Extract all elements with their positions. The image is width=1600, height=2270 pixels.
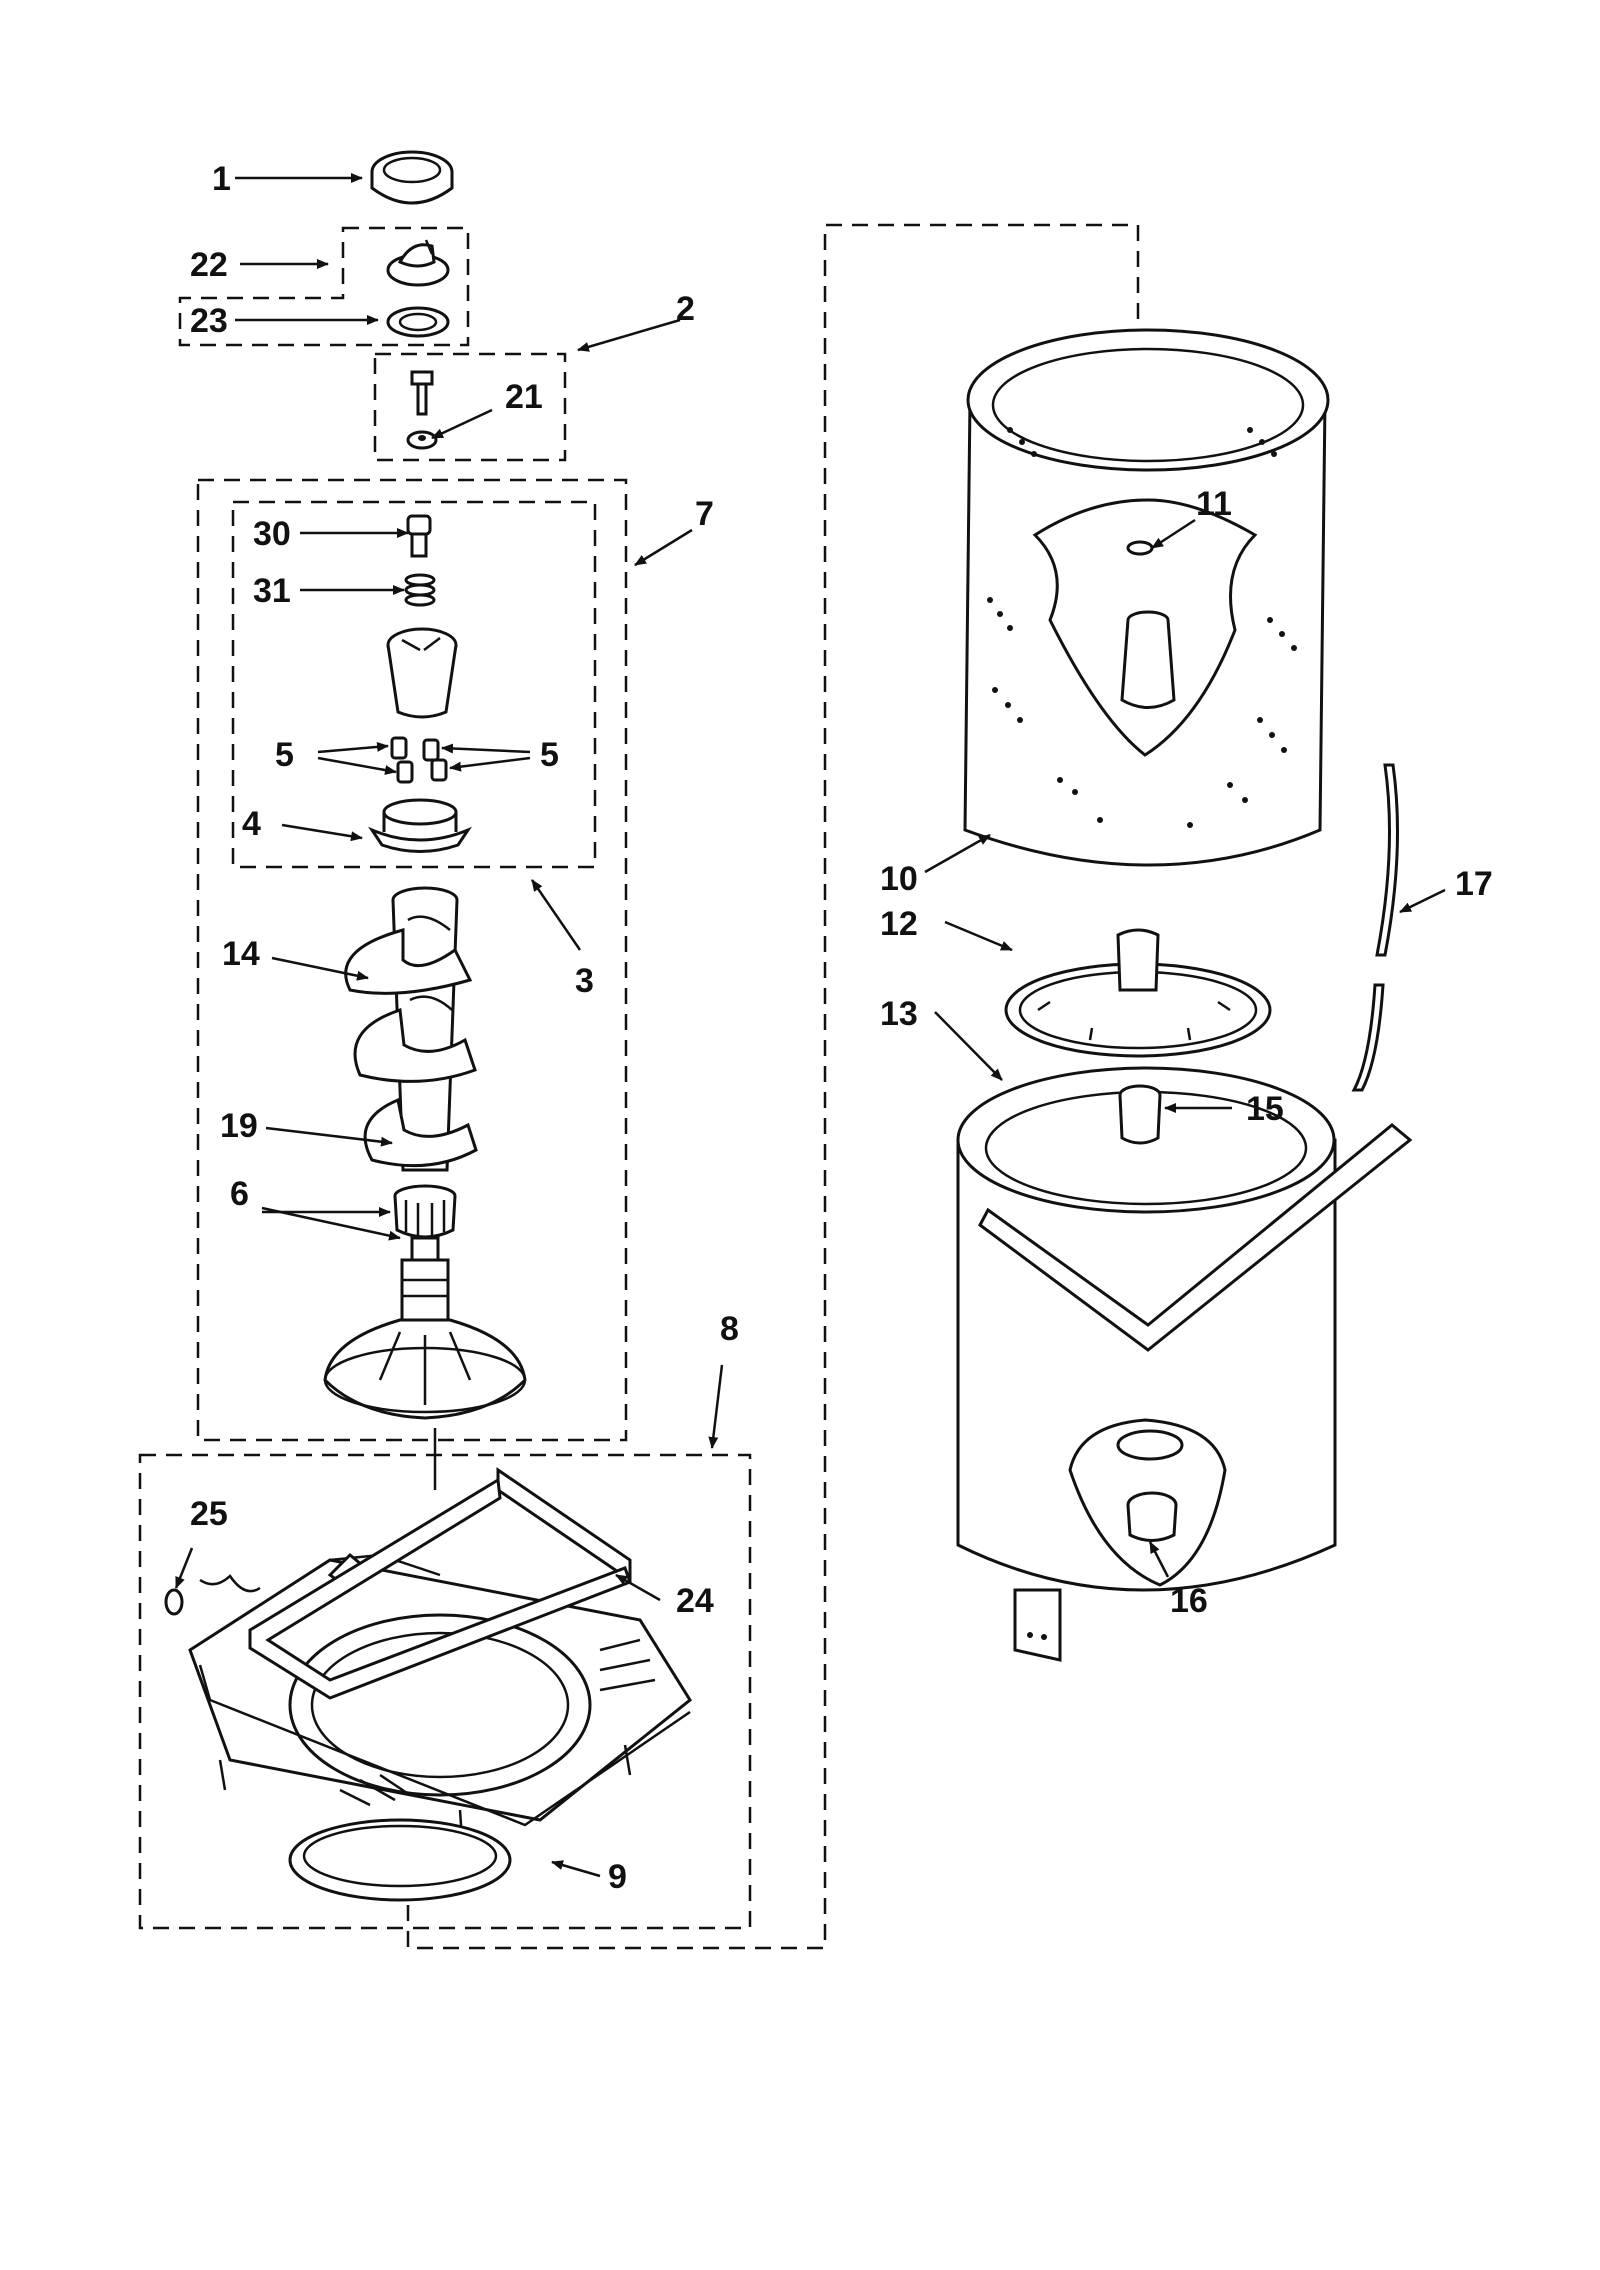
cam-base-part [368,798,472,853]
callout-10: 10 [880,860,918,898]
cam-body-part [386,627,458,719]
callout-leaders [174,173,1446,1878]
agitator-cap-part [370,150,454,205]
callout-3: 3 [575,962,594,1000]
hose-part [1351,763,1399,1092]
agitator-base-part [323,1236,527,1420]
group-box-2 [373,352,567,462]
group-box-8 [138,1453,752,1930]
callout-11: 11 [1196,485,1232,523]
clip-part [164,1574,261,1616]
callout-12: 12 [880,905,918,943]
drain-fitting-part [1126,1491,1178,1542]
callout-5-left: 5 [275,736,294,774]
callout-5-right: 5 [540,736,559,774]
seal-ring-part [386,306,450,338]
callout-1: 1 [212,160,231,198]
drive-base-assembly-part [188,1552,692,1841]
spring-part [404,573,436,607]
callout-14: 14 [222,935,260,973]
callout-31: 31 [253,572,291,610]
cam-part [386,239,450,287]
callout-13: 13 [880,995,918,1033]
callout-17: 17 [1455,865,1493,903]
hub-nut-part [1118,1084,1162,1145]
drive-coupler-part [393,1184,457,1239]
callout-21: 21 [505,378,543,416]
tub-ring-part [288,1818,512,1902]
auger-part [344,886,478,1172]
hub-gear-ring-part [1004,928,1272,1058]
callout-22: 22 [190,246,228,284]
group-box-7 [196,478,628,1442]
group-box-22-23 [178,226,470,347]
basket-connector-line [406,223,1140,1950]
callout-6: 6 [230,1175,249,1213]
callout-15: 15 [1246,1090,1284,1128]
callout-30: 30 [253,515,291,553]
outer-tub-part [956,1066,1413,1662]
wash-basket-part [963,328,1330,867]
callout-25: 25 [190,1495,228,1533]
bolt-washer-part [406,370,438,450]
callout-8: 8 [720,1310,739,1348]
callout-2: 2 [676,290,695,328]
snubber-bracket-part [248,1467,632,1700]
agitator-dogs-part [390,736,448,784]
callout-4: 4 [242,805,261,843]
callout-9: 9 [608,1858,627,1896]
callout-24: 24 [676,1582,714,1620]
callout-23: 23 [190,302,228,340]
callout-16: 16 [1170,1582,1208,1620]
callout-19: 19 [220,1107,258,1145]
callout-7: 7 [695,495,714,533]
dogs-retainer-part [406,514,432,558]
